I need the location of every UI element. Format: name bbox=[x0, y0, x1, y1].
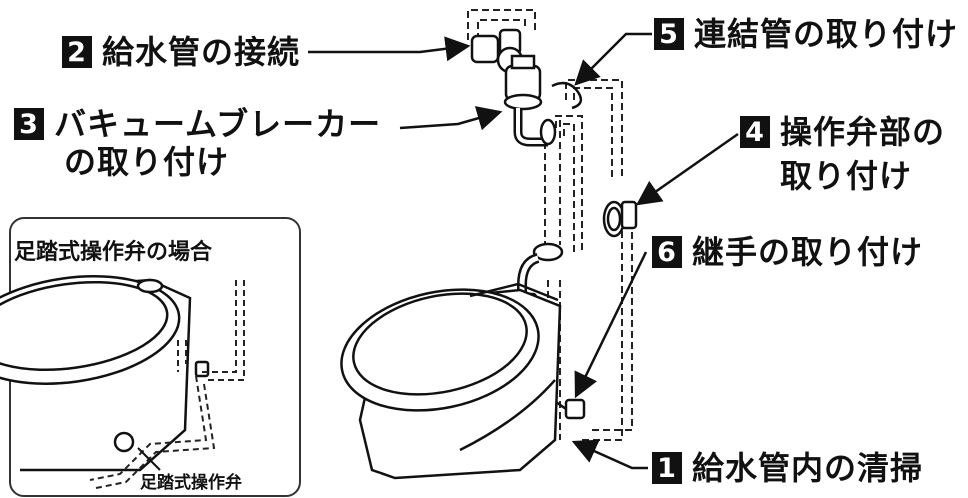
step-1-number: 1 bbox=[652, 452, 682, 484]
step-5-text: 連結管の取り付け bbox=[694, 15, 959, 53]
inset-drawing bbox=[0, 217, 301, 497]
step-4-line2: 取り付け bbox=[780, 157, 913, 195]
step-5-number: 5 bbox=[654, 18, 684, 50]
pipe-joint bbox=[555, 398, 586, 420]
step-4-text: 操作弁部の bbox=[780, 113, 946, 151]
inset-title: 足踏式操作弁の場合 bbox=[14, 240, 213, 265]
step-6-number: 6 bbox=[652, 236, 682, 268]
step-3-number: 3 bbox=[14, 108, 44, 140]
step-2-text: 給水管の接続 bbox=[102, 33, 301, 71]
step-5-label: 5 連結管の取り付け bbox=[654, 18, 958, 50]
step-1-label: 1 給水管内の清掃 bbox=[652, 452, 923, 484]
step-6-label: 6 継手の取り付け bbox=[652, 236, 923, 268]
operation-valve bbox=[602, 200, 638, 238]
toilet-main bbox=[340, 282, 562, 480]
step-3-text: バキュームブレーカー bbox=[54, 105, 382, 143]
step-3-label: 3 バキュームブレーカー bbox=[14, 108, 381, 140]
pedal-valve-label: 足踏式操作弁 bbox=[140, 473, 242, 493]
step-4-label: 4 操作弁部の bbox=[740, 116, 945, 148]
step-2-number: 2 bbox=[62, 36, 92, 68]
step-4-number: 4 bbox=[740, 116, 770, 148]
step-3-line2: の取り付け bbox=[64, 143, 230, 181]
step-1-text: 給水管内の清掃 bbox=[692, 449, 924, 487]
step-2-label: 2 給水管の接続 bbox=[62, 36, 300, 68]
leader-arrows bbox=[308, 32, 739, 470]
valve-assembly bbox=[470, 28, 583, 318]
step-6-text: 継手の取り付け bbox=[692, 233, 924, 271]
